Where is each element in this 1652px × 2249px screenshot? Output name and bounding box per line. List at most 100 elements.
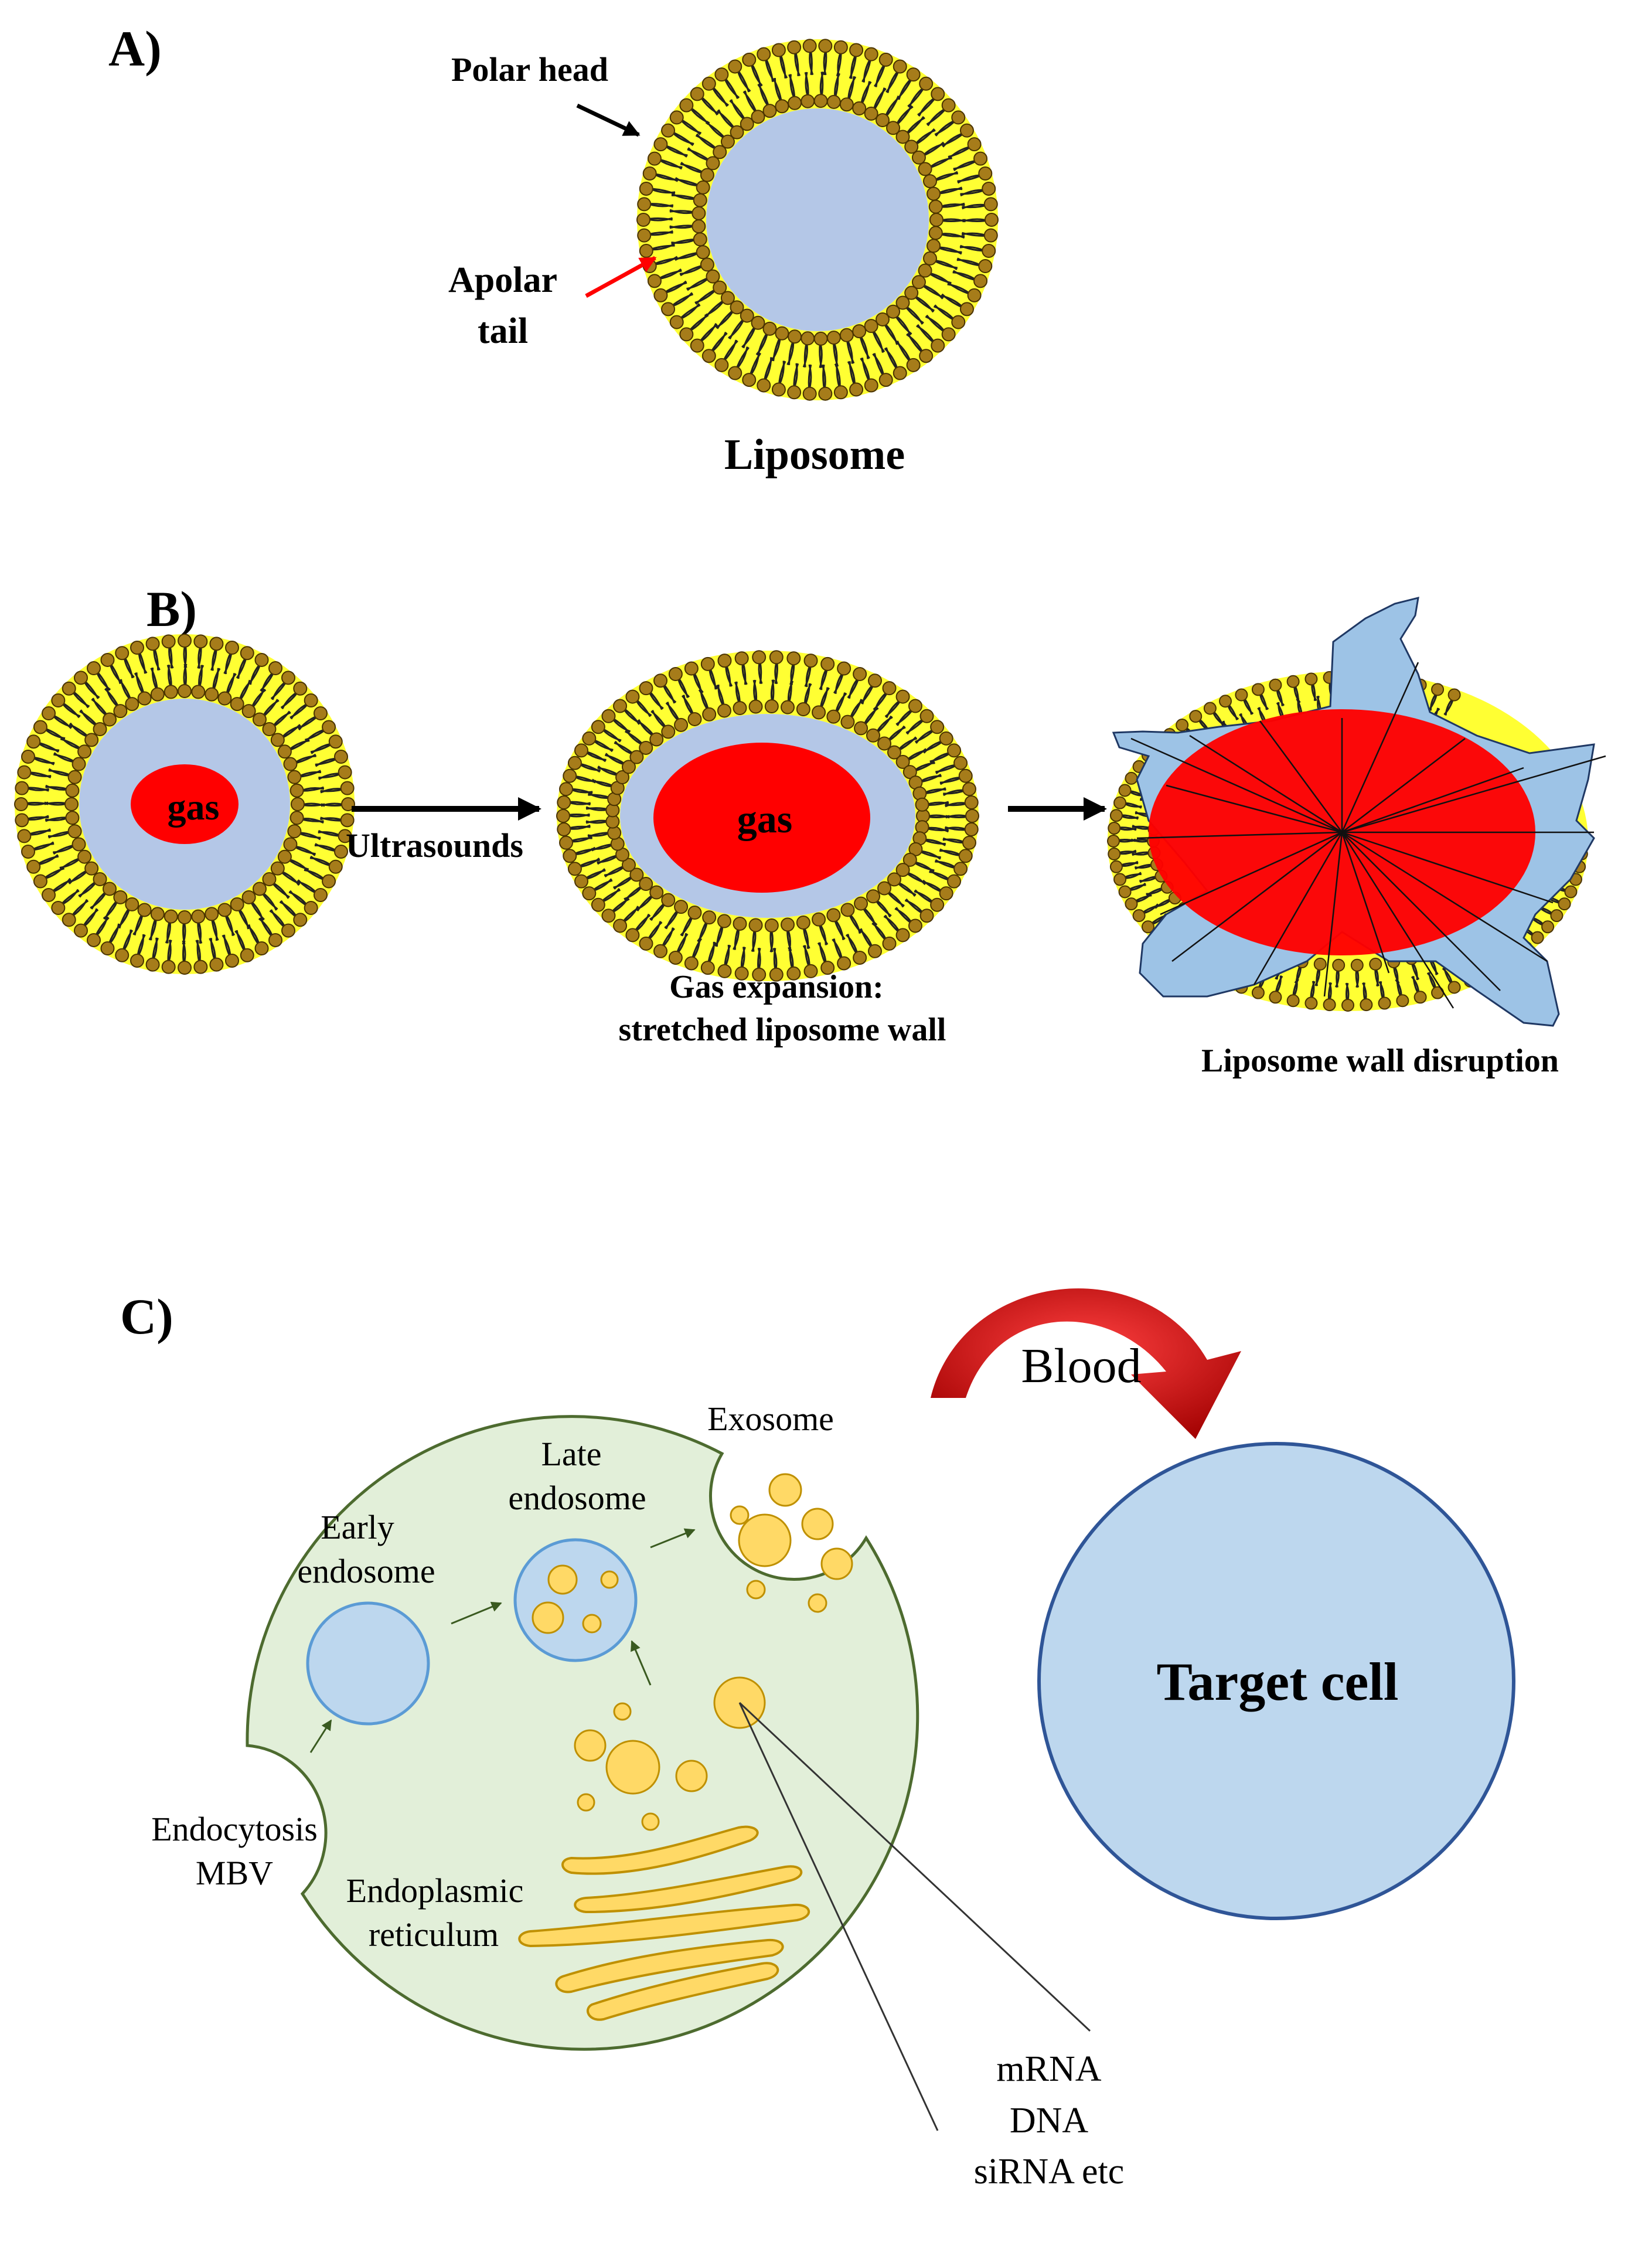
lipid-head [1413,991,1427,1004]
lipid-head [639,740,653,755]
lipid-head [1350,958,1364,972]
lipid-head [1447,981,1461,994]
lipid-head [67,770,82,784]
lipid-head [908,699,922,713]
lipid-head [734,651,749,666]
lipid-head [629,867,644,882]
burst-ray [1130,737,1343,833]
lipid-head [293,913,308,927]
lipid-head [882,936,897,951]
lipid-head [137,903,152,917]
vesicle [577,1793,595,1812]
lipid-head [840,714,855,729]
lipid-head [86,661,101,676]
burst-ray [1341,755,1606,833]
lipid-head [217,691,232,706]
lipid-head [1269,678,1282,692]
lipid-head [833,385,848,400]
lipid-head [687,906,702,920]
lipid-head [895,295,910,310]
lipid-head [788,329,802,344]
lipid-head [866,889,881,904]
lipid-head [985,213,999,227]
lipid-head [653,944,668,958]
lipid-head [801,331,815,346]
lipid-head [877,736,892,751]
lipid-head [693,193,707,207]
lipid-head [690,338,704,353]
lipid-head [1304,672,1318,686]
lipid-head [1396,994,1409,1008]
lipid-head [287,824,302,839]
lipid-head [812,705,826,720]
exosome [730,1505,750,1525]
lipid-head [895,689,910,704]
lipid-head [687,712,702,726]
lipid-head [939,731,953,746]
lipid-head [1109,809,1123,822]
lipid-head [240,646,254,661]
lipid-head [115,646,130,661]
lipid-head [62,913,76,927]
lipid-head [733,701,747,716]
lipid-head [130,953,145,968]
burst-ray [1136,831,1343,839]
lipid-head [740,117,754,131]
lipid-head [983,228,998,243]
lipid-head [751,110,765,124]
lipid-head [1108,822,1121,835]
lipid-head [769,967,784,982]
vesicle [675,1760,708,1792]
lipid-head [958,849,973,863]
lipid-head [706,269,720,284]
lipid-head [1341,999,1354,1012]
lipid-head [701,76,716,91]
lipid-head [700,656,715,671]
lipid-head [840,903,855,917]
cargo-leader-line [738,1702,1091,2032]
lipid-head [125,897,139,911]
lipid-head [113,704,128,719]
liposome-disrupted [1107,596,1606,1027]
lipid-head [71,837,86,852]
lipid-head [1118,885,1132,899]
lipid-head [1323,998,1336,1012]
lipid-head [636,213,650,227]
lipid-head [557,795,571,810]
lipid-head [878,373,893,387]
cargo-leader-line [738,1702,939,2131]
er-label-line1: Endoplasmic [346,1872,524,1910]
lipid-head [1286,994,1300,1008]
lipid-head [15,781,29,795]
lipid-head [556,809,570,823]
lipid-head [813,331,828,346]
lipid-head [241,890,256,904]
liposome-caption: Liposome [724,431,905,479]
lipid-head [826,331,841,345]
lipid-head [786,966,801,981]
lipid-head [867,944,882,958]
exosome [746,1580,766,1600]
target-cell [1037,1442,1515,1920]
lipid-head [84,733,99,747]
lipid-head [1360,998,1373,1012]
lipid-head [702,707,717,722]
lipid-head [283,757,298,771]
lipid-head [973,151,988,166]
lipid-head [762,321,777,336]
lipid-head [65,783,80,798]
lipid-head [839,97,854,112]
panel-a-label: A) [108,21,162,77]
apolar-label-line2: tail [478,311,528,351]
lipid-head [230,897,244,911]
lipid-head [653,673,668,688]
lipid-head [100,652,115,667]
lipid-head [866,728,881,743]
lipid-head [615,770,630,785]
gas-expansion-label-line2: stretched liposome wall [619,1012,946,1048]
ultrasounds-label: Ultrasounds [346,826,523,865]
burst-ray [1259,720,1343,833]
lipid-head [1431,683,1445,696]
lipid-head [281,923,295,938]
lipid-head [613,918,628,933]
